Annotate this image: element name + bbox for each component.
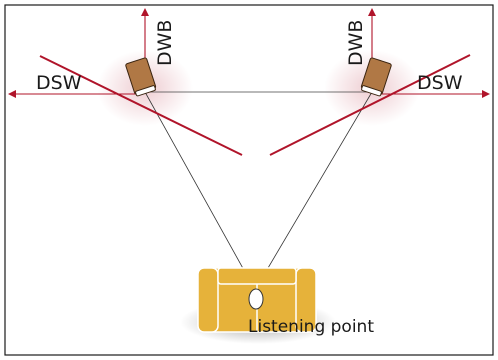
- dwb-right-label: DWB: [345, 20, 367, 66]
- dwb-left-label: DWB: [154, 20, 176, 66]
- listening-point-marker: [248, 288, 264, 310]
- room-outline: [4, 4, 494, 356]
- listening-point-label: Listening point: [248, 317, 374, 337]
- right-toe-in-line: [269, 54, 471, 156]
- left-speaker: [125, 57, 157, 97]
- dsw-right-label: DSW: [417, 72, 463, 94]
- right-triangle-line: [254, 91, 373, 291]
- left-toe-in-line: [39, 55, 243, 156]
- left-triangle-line: [144, 91, 256, 291]
- dsw-left-label: DSW: [36, 72, 82, 94]
- right-speaker: [360, 57, 392, 97]
